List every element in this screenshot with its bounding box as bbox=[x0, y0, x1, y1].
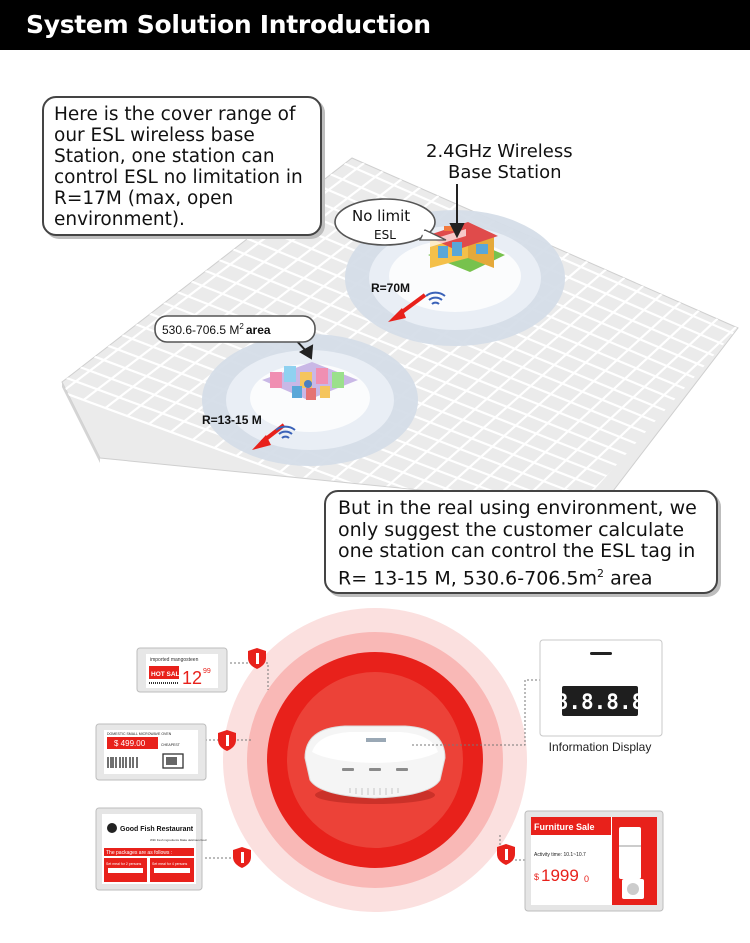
esl-tag-mangosteen bbox=[136, 647, 228, 693]
esl-tag-microwave bbox=[95, 723, 207, 781]
cover-range-note: Here is the cover range of our ESL wirel… bbox=[42, 96, 322, 236]
tag-price: 12 bbox=[182, 668, 202, 688]
tag-title: Good Fish Restaurant bbox=[120, 826, 194, 833]
shield-icon bbox=[497, 844, 515, 865]
radius-label-shop: R=13-15 M bbox=[202, 413, 262, 427]
base-station-label: 2.4GHz Wireless bbox=[426, 141, 573, 162]
tag-subhead: Set meal for 2 persons bbox=[106, 862, 141, 866]
grid-line bbox=[410, 288, 669, 506]
page-title: System Solution Introduction bbox=[26, 10, 431, 39]
tag-title: imported mangosteen bbox=[150, 657, 199, 663]
information-display-device bbox=[539, 639, 663, 737]
tag-price: $ 499.00 bbox=[114, 739, 146, 748]
tag-price-cents: 0 bbox=[584, 874, 589, 884]
grid-line bbox=[366, 271, 631, 505]
grid-line bbox=[388, 280, 650, 506]
tag-title: DOMESTIC SMALL MICROWAVE OVEN bbox=[107, 732, 172, 736]
tag-badge: HOT SALE bbox=[151, 671, 185, 678]
pointer-arrow bbox=[449, 184, 465, 239]
no-limit-label: No limit bbox=[352, 207, 410, 225]
wifi-signal-icon bbox=[425, 291, 446, 305]
display-digits: 8.8.8.8 bbox=[556, 690, 645, 714]
tag-subtitle: With fresh ingredients Make delicious fo… bbox=[150, 838, 207, 842]
base-station-device bbox=[304, 725, 446, 804]
area-callout bbox=[154, 315, 316, 343]
grid-line bbox=[344, 263, 613, 497]
grid-line bbox=[497, 321, 738, 506]
real-environment-note: But in the real using environment, we on… bbox=[324, 490, 718, 594]
radius-arrow-store bbox=[388, 293, 427, 322]
tag-price: $88.00 bbox=[110, 876, 127, 882]
store-building-icon bbox=[426, 222, 505, 272]
tag-price-cents: 99 bbox=[203, 668, 211, 675]
tag-subhead: Set meal for 4 persons bbox=[152, 862, 187, 866]
grid-line bbox=[431, 296, 687, 506]
tag-price: $128.00 bbox=[156, 876, 176, 882]
wifi-signal-icon bbox=[275, 425, 296, 439]
grid-line bbox=[209, 255, 652, 436]
tag-title: Furniture Sale bbox=[534, 822, 595, 832]
shield-icon bbox=[248, 648, 266, 669]
cover-range-text: Here is the cover range of our ESL wirel… bbox=[54, 104, 303, 230]
page-title-bar: System Solution Introduction bbox=[0, 0, 750, 50]
dollar-icon: $ bbox=[534, 872, 539, 882]
note-line: only suggest the customer calculate bbox=[338, 518, 685, 541]
esl-tag-furniture bbox=[524, 810, 664, 912]
note-line: one station can control the ESL tag in bbox=[338, 540, 696, 562]
tag-note: CHEAPEST bbox=[161, 743, 181, 747]
tag-banner: The packages are as follows : bbox=[106, 850, 172, 856]
information-display-caption: Information Display bbox=[548, 740, 652, 754]
shield-icon bbox=[233, 847, 251, 868]
shield-icon bbox=[218, 730, 236, 751]
no-limit-callout bbox=[334, 198, 447, 246]
base-station-label: Base Station bbox=[448, 162, 562, 183]
note-line: R= 13-15 M, 530.6-706.5m2 area bbox=[338, 566, 653, 589]
esl-tag-restaurant bbox=[95, 807, 203, 891]
note-line: But in the real using environment, we bbox=[338, 497, 697, 519]
tag-note: Activity time: 10.1~10.7 bbox=[534, 852, 586, 858]
tag-price: 1999 bbox=[541, 866, 579, 885]
no-limit-label: ESL bbox=[374, 228, 396, 242]
shop-interior-icon bbox=[262, 362, 358, 400]
radius-label-store: R=70M bbox=[371, 281, 410, 295]
